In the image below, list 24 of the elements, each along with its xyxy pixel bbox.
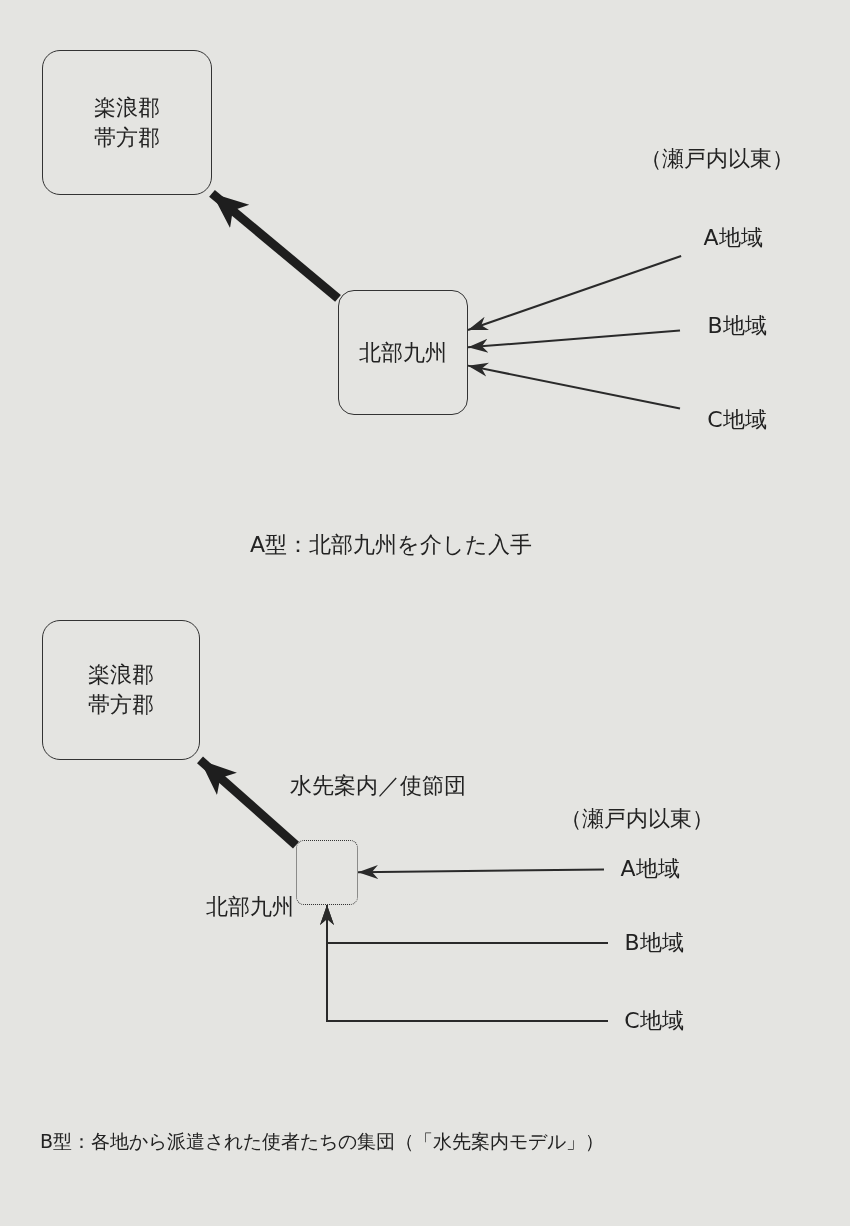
region-note: （瀬戸内以東） bbox=[640, 145, 795, 173]
box-label: 北部九州 bbox=[359, 338, 447, 367]
region-label: C地域 bbox=[680, 402, 794, 438]
arrow bbox=[467, 329, 681, 353]
region-label: B地域 bbox=[608, 926, 700, 960]
arrow bbox=[209, 189, 341, 302]
figure-caption: A型：北部九州を介した入手 bbox=[250, 531, 534, 559]
arrow bbox=[197, 756, 299, 849]
box-label: 楽浪郡帯方郡 bbox=[94, 93, 160, 152]
rounded-box bbox=[338, 290, 468, 415]
region-note: （瀬戸内以東） bbox=[560, 805, 715, 833]
arrow bbox=[467, 362, 681, 410]
rounded-box bbox=[42, 620, 200, 760]
region-label: A地域 bbox=[604, 852, 696, 886]
region-label: A地域 bbox=[672, 220, 794, 256]
rounded-box bbox=[42, 50, 212, 195]
region-label: C地域 bbox=[608, 1004, 700, 1038]
region-label: B地域 bbox=[680, 308, 794, 344]
figure-caption: B型：各地から派遣された使者たちの集団（「水先案内モデル」） bbox=[40, 1129, 606, 1154]
arrow bbox=[357, 864, 605, 879]
arrow bbox=[467, 255, 683, 331]
box-label: 楽浪郡帯方郡 bbox=[88, 661, 154, 719]
node-caption: 北部九州 bbox=[205, 893, 294, 921]
arrow bbox=[320, 904, 609, 1022]
